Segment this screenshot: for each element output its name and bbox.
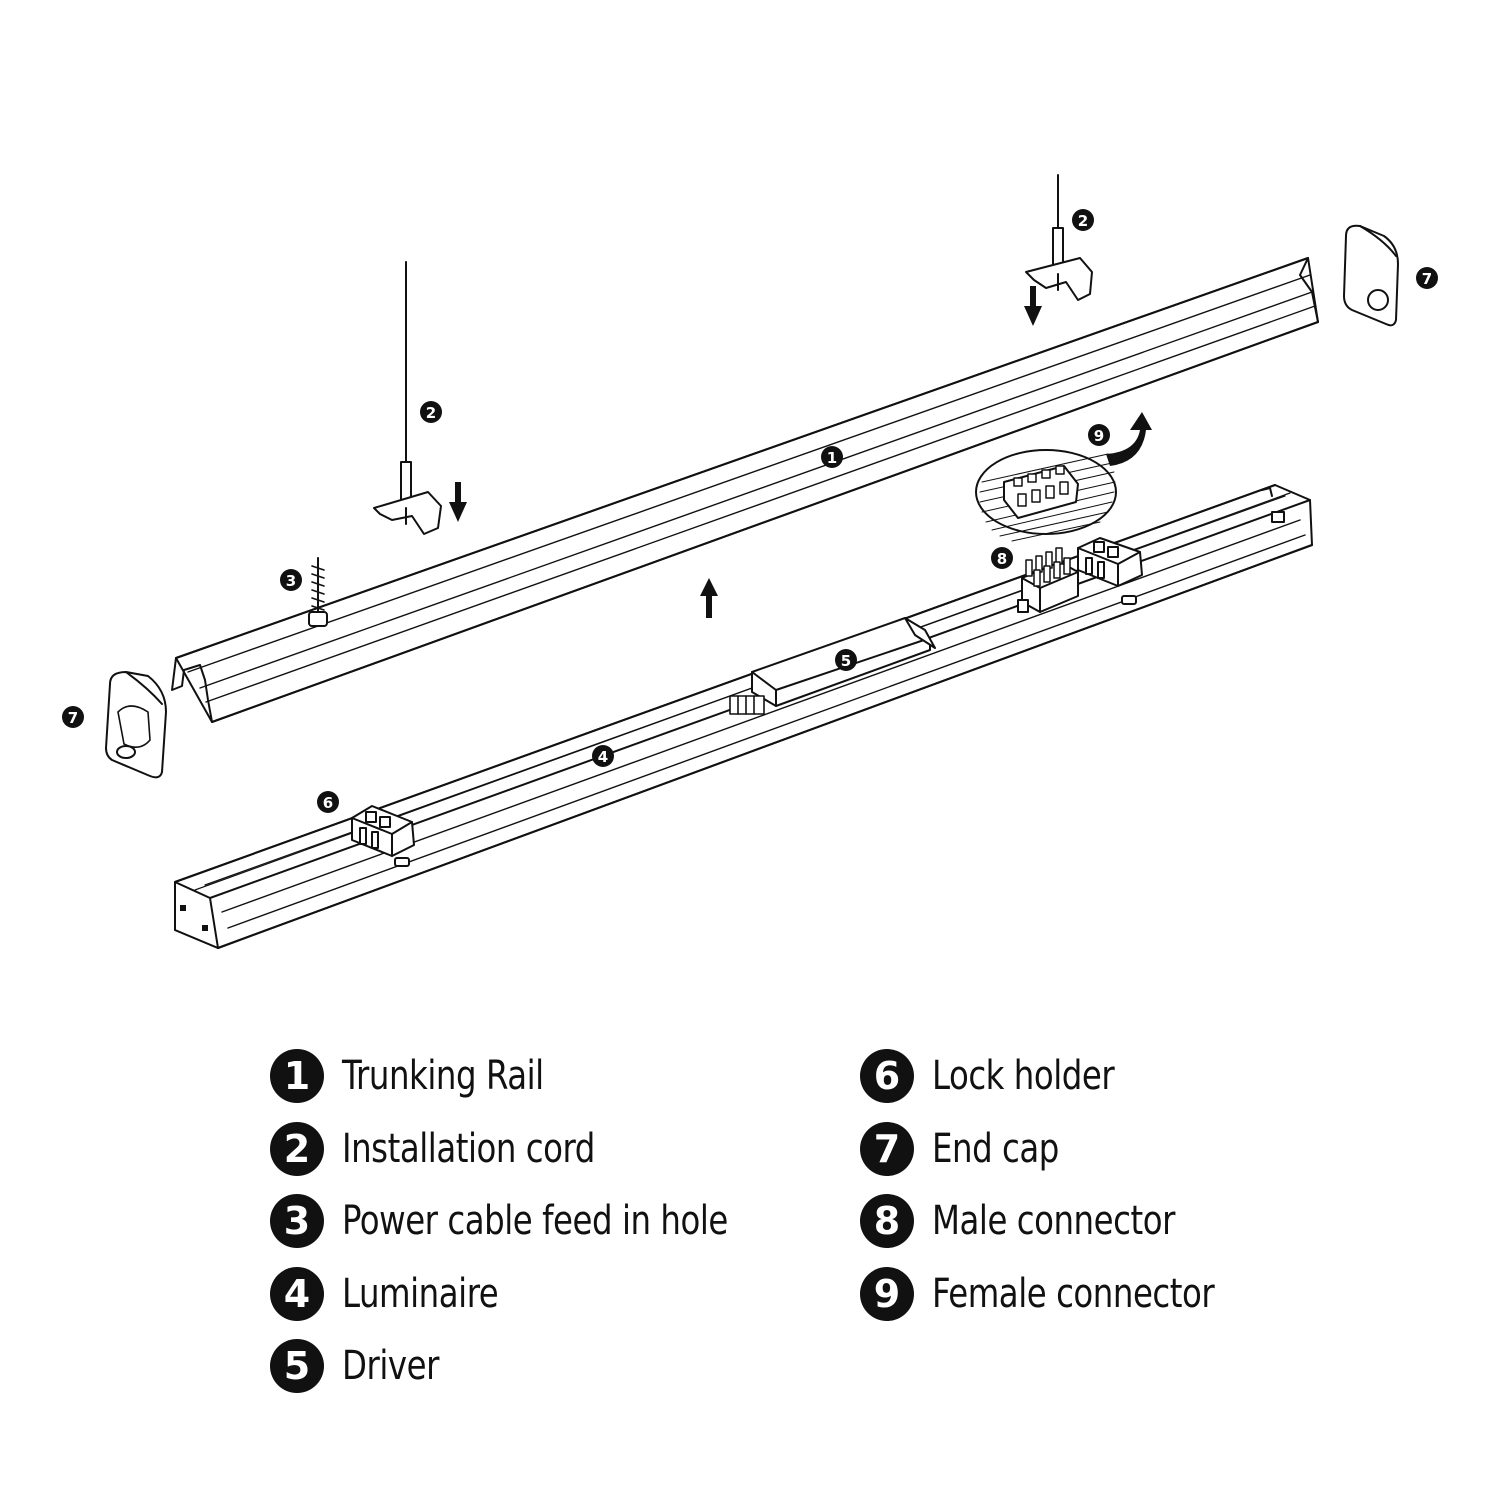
lock-holder-left (351, 805, 415, 857)
legend-number: 1 (270, 1049, 324, 1104)
installation-cord-right (1025, 174, 1093, 301)
legend-item-9: 9 Female connector (860, 1258, 1246, 1331)
arrows (449, 286, 1152, 618)
callout-7-left: 7 (62, 706, 84, 728)
legend-column-left: 1 Trunking Rail 2 Installation cord 3 Po… (270, 1040, 771, 1403)
trunking-rail (171, 257, 1319, 723)
legend: 1 Trunking Rail 2 Installation cord 3 Po… (270, 1040, 1270, 1400)
installation-cord-left (373, 261, 442, 535)
legend-label: Installation cord (342, 1125, 595, 1172)
legend-item-8: 8 Male connector (860, 1185, 1246, 1258)
power-cable-feed (308, 557, 328, 627)
arrow-down-right-cord (1024, 286, 1042, 326)
legend-label: Male connector (932, 1198, 1175, 1245)
legend-number: 6 (860, 1049, 914, 1104)
legend-item-6: 6 Lock holder (860, 1040, 1246, 1113)
end-cap-right (1343, 224, 1399, 327)
svg-text:1: 1 (827, 449, 837, 467)
svg-text:7: 7 (1422, 270, 1432, 288)
legend-number: 4 (270, 1266, 324, 1321)
legend-label: End cap (932, 1125, 1059, 1172)
legend-label: Female connector (932, 1270, 1215, 1317)
legend-column-right: 6 Lock holder 7 End cap 8 Male connector… (860, 1040, 1246, 1330)
callout-5: 5 (835, 649, 857, 671)
legend-number: 8 (860, 1194, 914, 1249)
callouts: 1 2 2 3 4 5 6 7 (62, 209, 1438, 813)
svg-text:9: 9 (1094, 427, 1104, 445)
svg-text:6: 6 (323, 794, 333, 812)
legend-number: 7 (860, 1121, 914, 1176)
callout-4: 4 (592, 745, 614, 767)
callout-6: 6 (317, 791, 339, 813)
svg-text:4: 4 (598, 748, 608, 766)
exploded-assembly-diagram: 1 2 2 3 4 5 6 7 (62, 174, 1438, 949)
callout-7-right: 7 (1416, 267, 1438, 289)
svg-text:7: 7 (68, 709, 78, 727)
legend-item-2: 2 Installation cord (270, 1113, 771, 1186)
svg-text:5: 5 (841, 652, 851, 670)
legend-item-5: 5 Driver (270, 1330, 771, 1403)
luminaire (174, 484, 1313, 949)
legend-label: Luminaire (342, 1270, 499, 1317)
callout-1: 1 (821, 446, 843, 468)
legend-item-7: 7 End cap (860, 1113, 1246, 1186)
legend-label: Lock holder (932, 1053, 1115, 1100)
legend-number: 3 (270, 1194, 324, 1249)
svg-text:8: 8 (997, 550, 1007, 568)
legend-number: 9 (860, 1266, 914, 1321)
arrow-up-luminaire (700, 578, 718, 618)
legend-item-3: 3 Power cable feed in hole (270, 1185, 771, 1258)
svg-text:2: 2 (1078, 212, 1088, 230)
male-connector (1017, 547, 1079, 613)
svg-text:2: 2 (426, 404, 436, 422)
legend-label: Driver (342, 1343, 439, 1390)
svg-text:3: 3 (286, 572, 296, 590)
female-connector-detail (975, 449, 1117, 542)
legend-item-4: 4 Luminaire (270, 1258, 771, 1331)
arrow-down-left-cord (449, 482, 467, 522)
legend-number: 5 (270, 1339, 324, 1394)
callout-2-right: 2 (1072, 209, 1094, 231)
callout-9: 9 (1088, 424, 1110, 446)
arrow-curved-female (1106, 412, 1152, 466)
lock-holder-right (1077, 537, 1143, 587)
legend-label: Trunking Rail (342, 1053, 544, 1100)
callout-2-left: 2 (420, 401, 442, 423)
callout-3: 3 (280, 569, 302, 591)
legend-label: Power cable feed in hole (342, 1198, 728, 1245)
legend-item-1: 1 Trunking Rail (270, 1040, 771, 1113)
legend-number: 2 (270, 1121, 324, 1176)
callout-8: 8 (991, 547, 1013, 569)
end-cap-left (105, 671, 167, 779)
